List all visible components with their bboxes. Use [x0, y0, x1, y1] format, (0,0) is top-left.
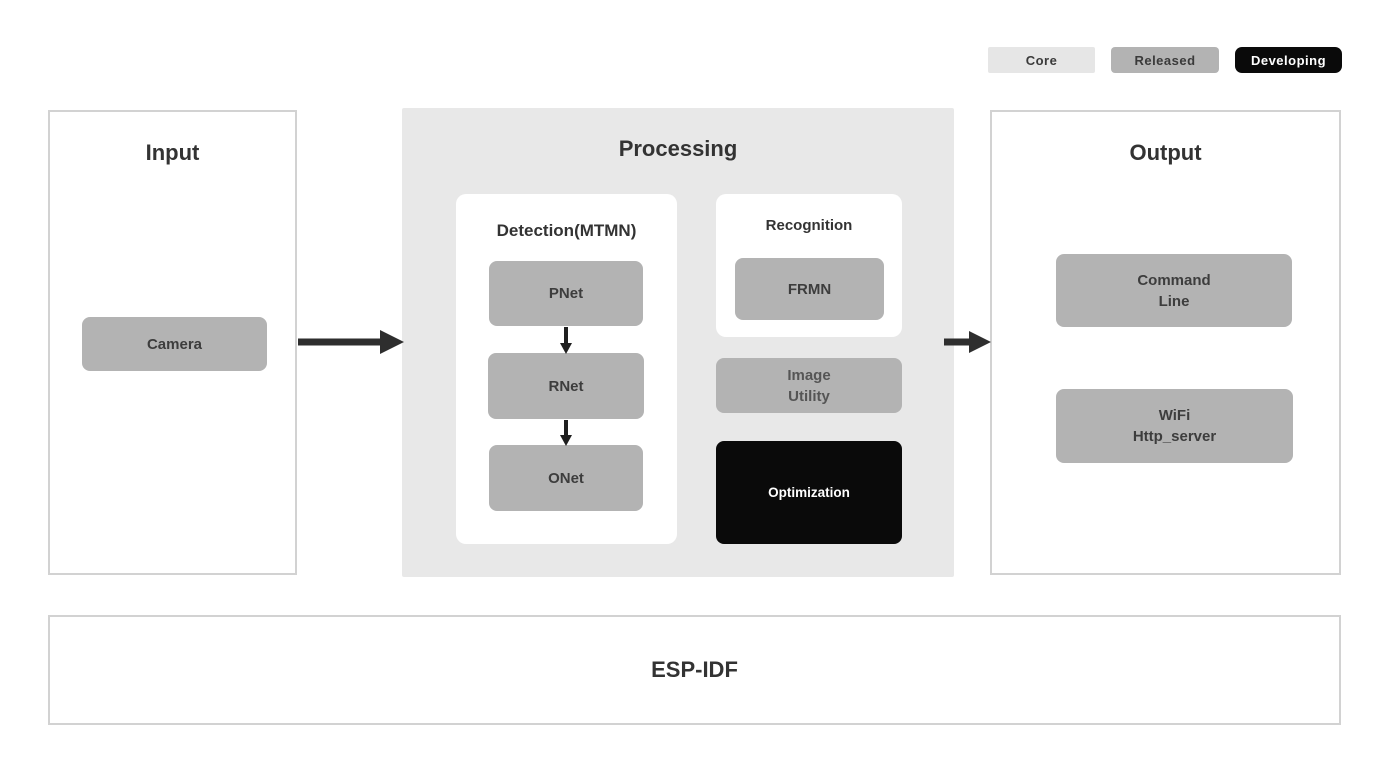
legend-chip-core: Core: [988, 47, 1095, 73]
legend-chip-released: Released: [1111, 47, 1219, 73]
detection-panel-title: Detection(MTMN): [496, 221, 637, 240]
espidf-title: ESP-IDF: [651, 657, 738, 682]
output-stage: Output Command Line WiFi Http_server: [990, 110, 1341, 575]
node-pnet: PNet: [489, 261, 643, 326]
processing-stage: Processing Detection(MTMN) PNet RNet ONe…: [402, 108, 954, 577]
node-rnet: RNet: [488, 353, 644, 419]
node-command-line: Command Line: [1056, 254, 1292, 327]
input-stage-title: Input: [145, 140, 200, 165]
processing-stage-title: Processing: [618, 136, 738, 161]
espidf-foundation: ESP-IDF: [48, 615, 1341, 725]
recognition-panel: Recognition FRMN: [716, 194, 902, 337]
detection-panel: Detection(MTMN) PNet RNet ONet: [456, 194, 677, 544]
node-frmn: FRMN: [735, 258, 884, 320]
arrow-input-to-processing: [298, 330, 404, 354]
node-image-utility: Image Utility: [716, 358, 902, 413]
legend-chip-developing: Developing: [1235, 47, 1342, 73]
node-wifi-http-server: WiFi Http_server: [1056, 389, 1293, 463]
node-camera: Camera: [82, 317, 267, 371]
legend: Core Released Developing: [988, 47, 1342, 73]
output-stage-title: Output: [1129, 140, 1202, 165]
node-optimization: Optimization: [716, 441, 902, 544]
recognition-panel-title: Recognition: [765, 217, 853, 234]
input-stage: Input Camera: [48, 110, 297, 575]
node-onet: ONet: [489, 445, 643, 511]
